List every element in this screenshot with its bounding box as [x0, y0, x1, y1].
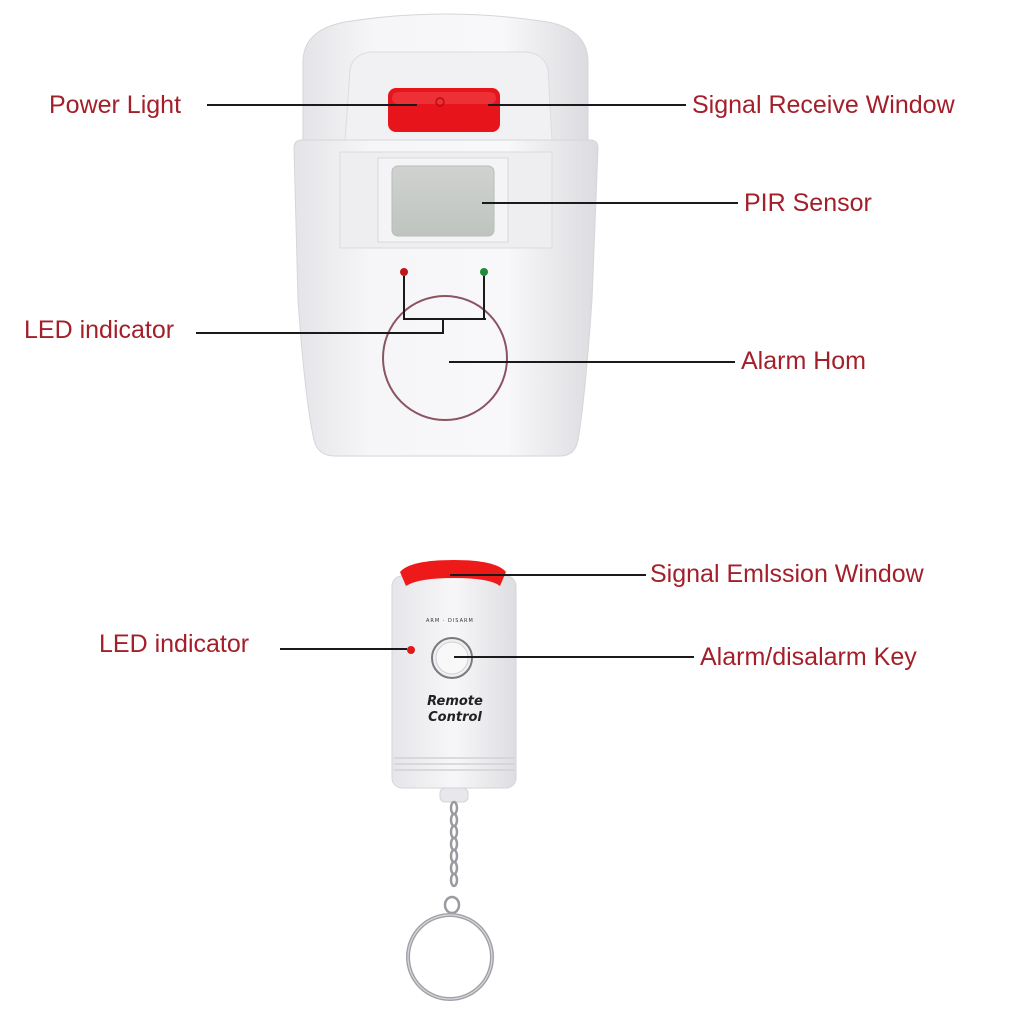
- leader-led-branch: [442, 318, 444, 334]
- label-signal-receive-window: Signal Receive Window: [692, 91, 955, 119]
- sensor-unit: [293, 13, 599, 457]
- leader-led-red: [403, 276, 405, 319]
- label-pir-sensor: PIR Sensor: [744, 189, 872, 217]
- remote-unit: [391, 560, 517, 1001]
- leader-alarm-horn: [449, 361, 735, 363]
- remote-led: [407, 646, 415, 654]
- label-power-light: Power Light: [49, 91, 182, 119]
- leader-led-indicator-remote: [280, 648, 407, 650]
- signal-emission-window: [400, 560, 506, 586]
- led-red: [400, 268, 408, 276]
- alarm-horn: [382, 295, 508, 421]
- label-alarm-horn: Alarm Hom: [741, 347, 867, 375]
- pir-lens: [391, 165, 495, 237]
- label-led-indicator-sensor: LED indicator: [24, 316, 175, 344]
- leader-alarm-disalarm-key: [454, 656, 694, 658]
- leader-signal-receive-window: [488, 104, 686, 106]
- leader-pir-sensor: [482, 202, 738, 204]
- leader-signal-emission-window: [450, 574, 646, 576]
- label-signal-emission-window: Signal Emlssion Window: [650, 560, 924, 588]
- label-led-indicator-remote: LED indicator: [99, 630, 250, 658]
- leader-power-light: [207, 104, 417, 106]
- remote-text-line1: Remote: [427, 694, 483, 709]
- remote-control-text: Remote Control: [415, 694, 495, 726]
- leader-led-indicator-sensor: [196, 332, 444, 334]
- leader-led-bar: [403, 318, 486, 320]
- led-green: [480, 268, 488, 276]
- label-alarm-disalarm-key: Alarm/disalarm Key: [700, 643, 917, 671]
- remote-text-line2: Control: [428, 710, 482, 725]
- leader-led-green: [483, 276, 485, 319]
- arm-disarm-text: ARM · DISARM: [426, 618, 474, 624]
